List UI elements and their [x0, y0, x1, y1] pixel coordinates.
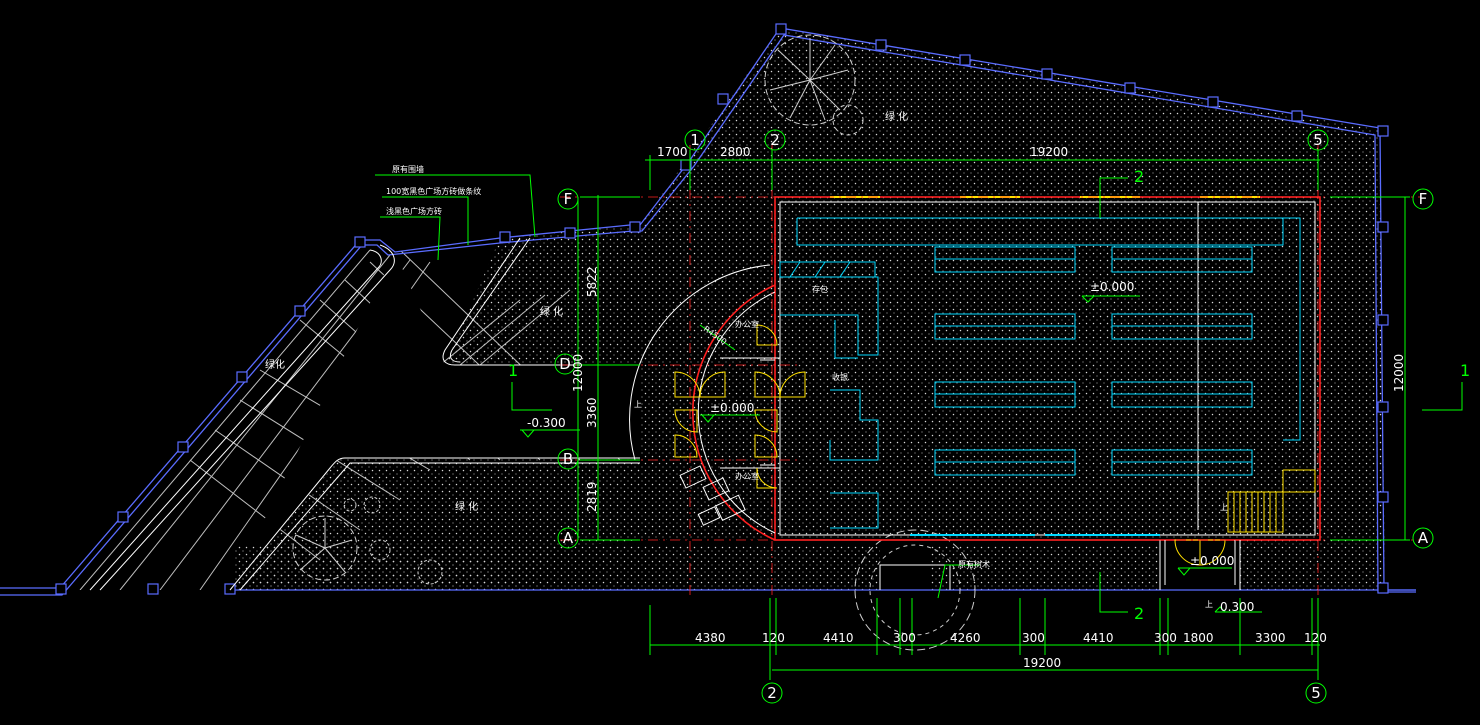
- svg-text:上: 上: [1220, 503, 1228, 512]
- axis-bubble-left-A: A: [557, 527, 579, 549]
- svg-text:100宽黑色广场方砖做条纹: 100宽黑色广场方砖做条纹: [386, 186, 481, 196]
- svg-text:原有树木: 原有树木: [958, 559, 990, 569]
- svg-text:D: D: [559, 355, 571, 373]
- axis-bubble-top-2: 2: [764, 129, 786, 151]
- tree-bottom-left: [292, 496, 443, 585]
- section-mark-left: 1: [508, 361, 552, 411]
- svg-text:绿化: 绿化: [265, 358, 285, 371]
- svg-text:5: 5: [1313, 131, 1323, 149]
- svg-text:300: 300: [1154, 631, 1177, 645]
- svg-text:3360: 3360: [585, 397, 599, 428]
- svg-text:办公室: 办公室: [735, 319, 759, 329]
- svg-text:2: 2: [770, 131, 780, 149]
- axis-bubble-left-F: F: [557, 188, 579, 210]
- tree-entrance-bottom: [854, 529, 976, 651]
- section-mark-top: 2: [1099, 167, 1144, 218]
- svg-text:2: 2: [1134, 604, 1144, 623]
- building: [629, 196, 1321, 590]
- svg-text:1700: 1700: [657, 145, 688, 159]
- section-mark-bottom: 2: [1099, 572, 1144, 623]
- svg-text:4410: 4410: [1083, 631, 1114, 645]
- svg-text:收银: 收银: [832, 372, 848, 382]
- axis-bubble-bottom-2: 2: [761, 682, 783, 704]
- svg-text:300: 300: [893, 631, 916, 645]
- svg-text:F: F: [564, 190, 573, 208]
- tree-top: [764, 34, 864, 136]
- axis-bubble-top-5: 5: [1307, 129, 1329, 151]
- svg-text:A: A: [1418, 529, 1429, 547]
- svg-text:1: 1: [508, 361, 518, 380]
- svg-text:B: B: [563, 450, 573, 468]
- svg-text:绿 化: 绿 化: [455, 500, 478, 513]
- svg-text:±0.000: ±0.000: [1090, 280, 1134, 294]
- plaza-edges: [89, 237, 640, 591]
- axis-bubble-right-A: A: [1412, 527, 1434, 549]
- landscape-hatch: [230, 28, 1385, 590]
- zone-labels: 绿 化 绿 化 绿 化 绿化: [265, 110, 908, 513]
- svg-text:3300: 3300: [1255, 631, 1286, 645]
- svg-text:300: 300: [1022, 631, 1045, 645]
- svg-text:12000: 12000: [571, 354, 585, 392]
- svg-text:19200: 19200: [1023, 656, 1061, 670]
- dims-bottom: 4380 120 4410 300 4260 300 4410 300 1800…: [695, 631, 1327, 670]
- svg-text:0.300: 0.300: [1220, 600, 1254, 614]
- svg-text:±0.000: ±0.000: [710, 401, 754, 415]
- site-boundary-wall: [0, 23, 1416, 596]
- leader-notes: 原有围墙 100宽黑色广场方砖做条纹 浅黑色广场方砖 原有树木: [375, 164, 990, 599]
- svg-text:1800: 1800: [1183, 631, 1214, 645]
- svg-text:绿 化: 绿 化: [885, 110, 908, 123]
- svg-text:存包: 存包: [812, 284, 828, 294]
- svg-text:2819: 2819: [585, 481, 599, 512]
- svg-text:5: 5: [1311, 684, 1321, 702]
- svg-text:4260: 4260: [950, 631, 981, 645]
- dims-top: 1700 2800 19200: [657, 145, 1068, 159]
- section-mark-right: 1: [1422, 361, 1470, 411]
- dims-right: 12000: [1392, 354, 1406, 392]
- svg-text:12000: 12000: [1392, 354, 1406, 392]
- svg-text:2800: 2800: [720, 145, 751, 159]
- svg-text:5822: 5822: [585, 266, 599, 297]
- grid-axes: 1 2 5 2 5 F D B: [554, 129, 1434, 704]
- svg-text:-0.300: -0.300: [527, 416, 566, 430]
- svg-text:19200: 19200: [1030, 145, 1068, 159]
- svg-text:绿 化: 绿 化: [540, 305, 563, 318]
- up-marks: 上 上 上: [634, 400, 1228, 609]
- axis-bubble-left-B: B: [557, 448, 579, 470]
- axis-bubble-left-D: D: [554, 353, 576, 375]
- svg-text:120: 120: [762, 631, 785, 645]
- svg-text:上: 上: [1205, 600, 1213, 609]
- svg-text:1: 1: [690, 131, 700, 149]
- svg-text:办公室: 办公室: [735, 471, 759, 481]
- axis-bubble-right-F: F: [1412, 188, 1434, 210]
- svg-text:A: A: [563, 529, 574, 547]
- svg-text:2: 2: [1134, 167, 1144, 186]
- svg-text:4410: 4410: [823, 631, 854, 645]
- svg-text:浅黑色广场方砖: 浅黑色广场方砖: [386, 206, 442, 216]
- level-marks: ±0.000 ±0.000 -0.300 ±0.000 0.300: [520, 280, 1262, 614]
- svg-text:120: 120: [1304, 631, 1327, 645]
- svg-text:F: F: [1419, 190, 1428, 208]
- dims-left: 5822 12000 3360 2819: [571, 266, 599, 512]
- svg-text:1: 1: [1460, 361, 1470, 380]
- axis-bubble-bottom-5: 5: [1305, 682, 1327, 704]
- svg-text:2: 2: [767, 684, 777, 702]
- axis-bubble-top-1: 1: [684, 129, 706, 151]
- svg-text:4380: 4380: [695, 631, 726, 645]
- svg-text:±0.000: ±0.000: [1190, 554, 1234, 568]
- svg-text:原有围墙: 原有围墙: [392, 164, 424, 174]
- svg-text:上: 上: [634, 400, 642, 409]
